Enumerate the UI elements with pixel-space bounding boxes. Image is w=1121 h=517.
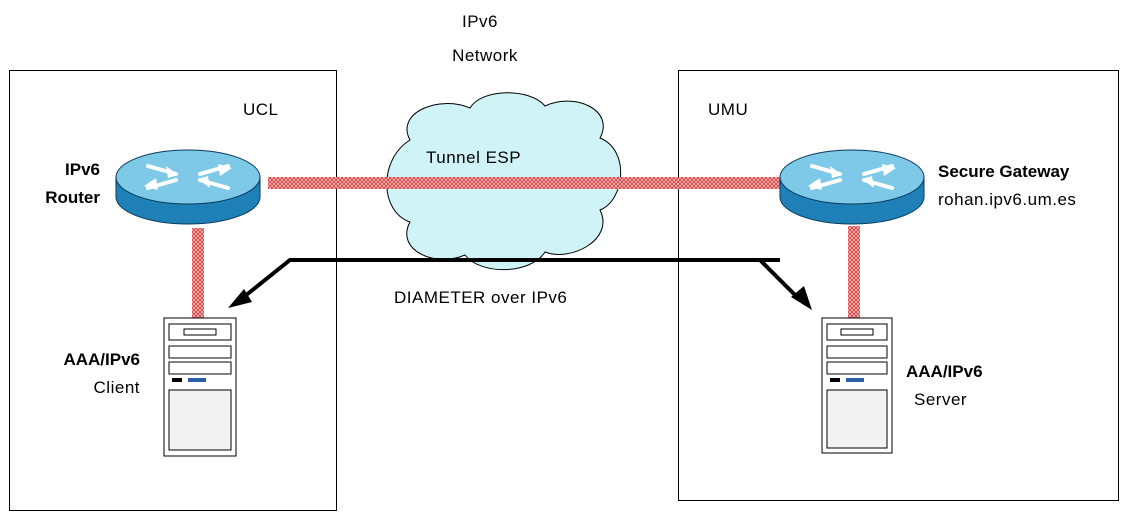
server-icon	[163, 317, 237, 457]
diameter-arrow	[228, 258, 812, 310]
network-label-line2: Network	[452, 46, 518, 65]
umu-site-box	[678, 70, 1119, 501]
right-router-label-line2: rohan.ipv6.um.es	[938, 190, 1077, 209]
left-router-label-line1: IPv6	[65, 160, 100, 179]
network-label-line1: IPv6	[461, 12, 499, 31]
router-icon	[779, 149, 925, 225]
left-server-label-line2: Client	[93, 378, 140, 397]
right-router-label-line1: Secure Gateway	[938, 162, 1070, 181]
umu-site-label: UMU	[708, 100, 749, 119]
left-router-label-line2: Router	[45, 188, 100, 207]
router-icon	[115, 149, 261, 225]
right-server-label-line1: AAA/IPv6	[906, 362, 983, 381]
protocol-label: DIAMETER over IPv6	[394, 288, 568, 307]
left-server-label-line1: AAA/IPv6	[63, 350, 140, 369]
ucl-site-label: UCL	[243, 100, 279, 119]
tunnel-label: Tunnel ESP	[426, 148, 522, 167]
tunnel-link	[192, 177, 860, 320]
server-icon	[821, 317, 893, 454]
right-server-label-line2: Server	[914, 390, 968, 409]
